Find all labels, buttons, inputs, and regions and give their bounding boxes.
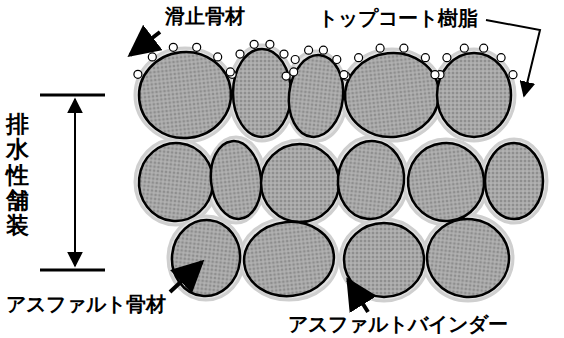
anti-slip-grit [193,43,201,51]
anti-slip-grit [421,54,429,62]
binder-film [207,137,265,223]
anti-slip-grit [443,54,451,62]
binder-film [334,137,408,223]
anti-slip-grit [226,68,234,76]
anti-slip-grit [480,44,488,52]
anti-slip-grit [290,68,298,76]
anti-slip-grit [305,46,313,54]
aggregate-stone [207,139,265,222]
anti-slip-grit [319,46,327,54]
anti-slip-grit [282,72,290,80]
anti-slip-grit [497,54,505,62]
anti-slip-grit [214,53,222,61]
binder-film [135,139,217,225]
anti-slip-grit [266,40,274,48]
anti-slip-grit [400,44,408,52]
anti-slip-grit [134,70,142,78]
callout-label: 滑止骨材 [165,4,245,28]
aggregate-stone [285,52,347,139]
anti-slip-grit [509,71,517,79]
aggregate-stone [341,48,443,141]
dimension-label: 排水性舗装 [6,112,29,238]
aggregate-stone [135,47,235,142]
aggregate-stone [261,144,339,222]
aggregate-stone [334,138,408,222]
binder-film [285,51,347,141]
anti-slip-grit [340,71,348,79]
binder-film [341,49,443,141]
anti-slip-grit [376,44,384,52]
anti-slip-grit [280,50,288,58]
aggregate-stone [404,139,488,225]
aggregate-stone [485,143,543,219]
callout-label: アスファルト骨材 [6,292,166,316]
callout-label: アスファルトバインダー [288,312,508,336]
aggregate-stone [135,139,217,224]
binder-film [168,216,244,300]
binder-film [229,45,295,141]
aggregate-stone [344,223,424,297]
binder-film [135,48,235,142]
anti-slip-grit [148,53,156,61]
binder-film [433,49,515,141]
aggregate-stone [423,215,513,301]
anti-slip-grit [460,44,468,52]
anti-slip-grit [333,56,341,64]
binder-film [423,215,513,301]
anti-slip-grit [431,71,439,79]
aggregate-stone [240,217,337,300]
aggregate-stone [233,49,291,137]
aggregate-stone [168,217,244,300]
binder-film [404,139,488,225]
binder-film [240,218,338,300]
callout-label: トップコート樹脂 [318,6,478,30]
anti-slip-grit [355,54,363,62]
binder-film [481,139,547,223]
anti-slip-grit [250,40,258,48]
anti-slip-grit [169,43,177,51]
binder-film [257,140,343,226]
anti-slip-grit [236,50,244,58]
aggregate-stone [437,53,511,137]
anti-slip-grit [291,56,299,64]
